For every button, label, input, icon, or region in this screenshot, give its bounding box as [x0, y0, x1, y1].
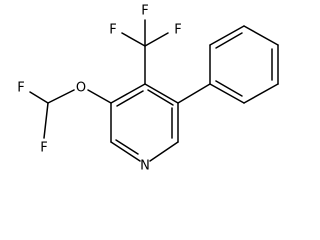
bond-ph6-ph1: [209, 83, 245, 104]
atom-f-top-left: F: [109, 23, 116, 38]
bond-c3-c4-inner: [116, 90, 144, 107]
bond-ph3-ph4: [243, 25, 279, 46]
bonds: [29, 19, 279, 162]
atom-nitrogen: N: [140, 159, 150, 174]
bond-c5-ph: [177, 83, 211, 104]
bond-ph-inner-1: [215, 32, 243, 49]
bond-cf3-f-left: [121, 32, 146, 47]
atom-f-top-middle: F: [141, 4, 148, 19]
bond-c6-n: [149, 141, 179, 162]
molecule-canvas: F F F O F F N: [17, 4, 279, 174]
atom-labels: F F F O F F N: [17, 4, 181, 174]
bond-chf2-f-upper: [29, 91, 49, 104]
atom-oxygen: O: [76, 81, 86, 96]
bond-n-c2: [110, 141, 141, 162]
molecule-structure: F F F O F F N: [17, 4, 279, 174]
bond-o-chf2: [47, 89, 75, 104]
bond-ph2-ph3: [209, 25, 245, 46]
bond-c4-c5-inner: [147, 89, 174, 106]
bond-chf2-f-lower: [43, 102, 49, 139]
bond-c3-c4: [110, 83, 146, 104]
atom-f-top-right: F: [174, 23, 181, 38]
bond-ph-inner-3: [215, 80, 243, 97]
bond-c4-c5: [144, 83, 179, 104]
bond-c3-o: [87, 89, 112, 104]
bond-cf3-f-right: [144, 32, 169, 47]
bond-n-c2-inner: [115, 139, 139, 155]
bond-ph5-ph6: [243, 83, 279, 104]
atom-f-left-lower: F: [40, 141, 47, 156]
atom-f-left-upper: F: [17, 81, 24, 96]
